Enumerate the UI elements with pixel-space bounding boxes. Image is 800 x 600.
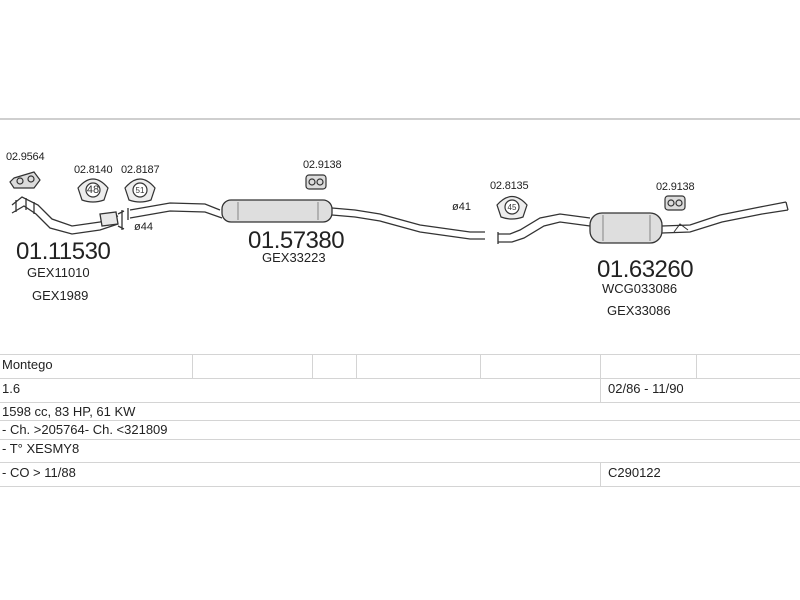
clamp-51-label: 51 [136,186,145,195]
table-divider [312,354,313,378]
hanger-icon [305,174,327,190]
table-row: - CO > 11/88 C290122 [0,464,800,482]
clamp-48-label: 48 [87,184,99,196]
clamp-45-icon [496,195,528,220]
table-cell: - T° XESMY8 [2,441,80,456]
table-cell: - Ch. >205764- Ch. <321809 [2,422,168,437]
table-row: - Ch. >205764- Ch. <321809 [0,421,800,439]
table-divider [356,354,357,378]
accessory-number: 02.9138 [656,181,695,193]
table-row: 1.6 02/86 - 11/90 [0,380,800,398]
table-rule [0,378,800,379]
accessory-number: 02.8140 [74,164,113,176]
table-cell: 02/86 - 11/90 [608,381,684,396]
accessory-number: 02.9138 [303,159,342,171]
part-number: 01.57380 [248,227,345,254]
table-divider [480,354,481,378]
table-divider [600,462,601,486]
accessory-number: 02.9564 [6,151,45,163]
part-reference: GEX11010 [27,265,90,280]
clamp-45-label: 45 [508,203,517,212]
table-cell: 1598 cc, 83 HP, 61 KW [2,404,136,419]
part-reference: GEX33223 [262,250,326,265]
middle-silencer-drawing [127,199,485,240]
accessory-number: 02.8187 [121,164,160,176]
gasket-icon [9,171,41,189]
table-row: Montego [0,356,800,374]
table-divider [192,354,193,378]
table-rule [0,420,800,421]
hanger-rear-icon [664,195,686,211]
table-rule [0,402,800,403]
part-number: 01.63260 [597,256,694,283]
accessory-number: 02.8135 [490,180,529,192]
clamp-51-icon [124,178,156,203]
table-row: - T° XESMY8 [0,440,800,458]
rear-silencer-drawing [497,201,789,244]
part-reference: GEX1989 [32,288,89,303]
diameter-label: ø41 [452,201,471,213]
exhaust-diagram: 48 51 45 [9,171,789,244]
table-cell: Montego [2,357,53,372]
part-reference: WCG033086 [602,281,678,296]
table-divider [600,354,601,378]
table-row: 1598 cc, 83 HP, 61 KW [0,403,800,421]
table-cell: 1.6 [2,381,21,396]
part-reference: GEX33086 [607,303,671,318]
table-rule [0,486,800,487]
table-rule [0,462,800,463]
table-rule [0,354,800,355]
table-cell: - CO > 11/88 [2,465,76,480]
front-pipe-drawing [11,196,125,235]
table-divider [696,354,697,378]
table-divider [600,378,601,402]
diameter-label: ø44 [134,221,153,233]
clamp-48-icon [77,178,109,203]
top-rule [0,118,800,120]
table-cell: C290122 [608,465,661,480]
table-rule [0,439,800,440]
part-number: 01.11530 [16,238,111,265]
